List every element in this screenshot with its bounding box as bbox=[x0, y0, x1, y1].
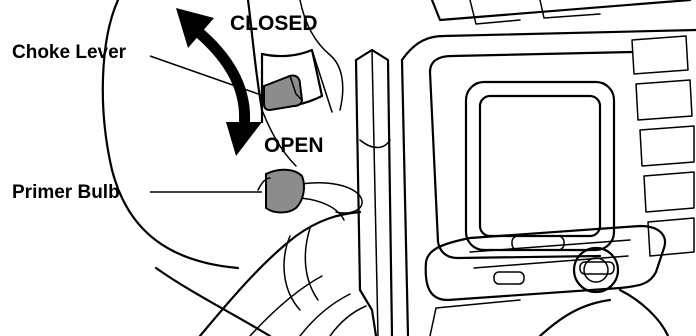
choke-lever-label: Choke Lever bbox=[12, 42, 127, 63]
primer-bulb bbox=[265, 168, 305, 214]
closed-label: CLOSED bbox=[230, 12, 318, 35]
open-label: OPEN bbox=[264, 134, 324, 157]
primer-bulb-label: Primer Bulb bbox=[12, 182, 120, 203]
engine-housing-illustration bbox=[101, 0, 696, 336]
direction-arrow-icon bbox=[176, 8, 262, 156]
choke-lever-leader bbox=[149, 55, 265, 97]
